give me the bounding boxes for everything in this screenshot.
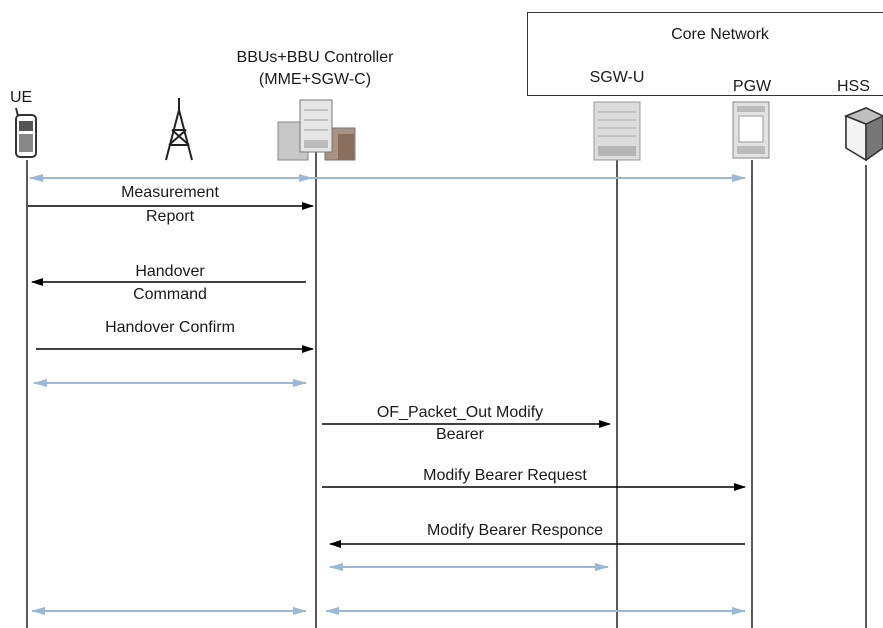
pgw-label: PGW	[732, 78, 772, 95]
measurement-report-label-2: Report	[145, 208, 195, 225]
modify-bearer-req-label: Modify Bearer Request	[423, 467, 587, 484]
antenna-tower-icon	[165, 98, 193, 161]
sgwu-label: SGW-U	[589, 69, 645, 86]
modify-bearer-resp-label: Modify Bearer Responce	[426, 522, 604, 539]
bbu-sublabel: (MME+SGW-C)	[258, 71, 372, 88]
phone-icon	[15, 107, 37, 158]
measurement-report-label: Measurement	[121, 184, 219, 201]
hss-label: HSS	[837, 78, 870, 95]
core-network-box	[527, 12, 883, 96]
handover-command-label-2: Command	[133, 286, 207, 303]
database-cube-icon	[843, 107, 883, 162]
core-network-label: Core Network	[671, 26, 769, 43]
server-icon	[593, 101, 641, 161]
handover-command-label: Handover	[135, 263, 205, 280]
of-packet-out-label: OF_Packet_Out Modify	[376, 404, 544, 421]
bbu-label: BBUs+BBU Controller	[236, 49, 394, 66]
server-rack-icon	[277, 99, 356, 161]
of-packet-out-label-2: Bearer	[435, 426, 485, 443]
handover-confirm-label: Handover Confirm	[105, 319, 235, 336]
ue-label: UE	[10, 89, 33, 106]
server-icon	[732, 101, 770, 159]
